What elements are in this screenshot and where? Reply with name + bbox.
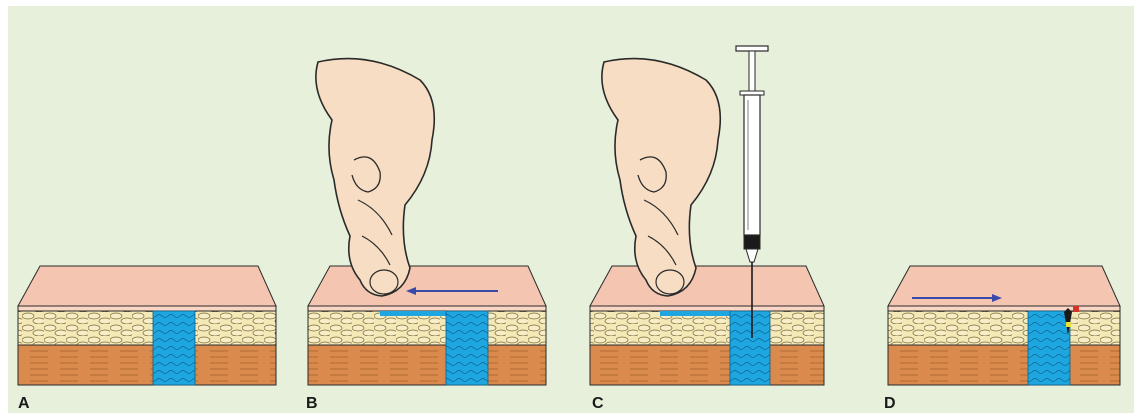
panel-label-b: B	[306, 395, 318, 413]
panel-a	[18, 266, 276, 385]
displaced-tissue-track	[380, 311, 450, 316]
skin-block	[18, 266, 276, 385]
injection-zone	[153, 311, 195, 385]
panel-c	[590, 46, 824, 385]
plug-marker-yellow	[1066, 322, 1071, 327]
displaced-tissue-track	[660, 311, 740, 316]
panel-label-d: D	[884, 395, 896, 413]
panel-d	[888, 266, 1120, 385]
hand-icon	[316, 59, 434, 296]
skin-block	[590, 266, 824, 385]
skin-block	[888, 266, 1120, 385]
injection-zone	[446, 311, 488, 385]
injection-zone	[1028, 311, 1070, 385]
plug-marker-red	[1073, 306, 1079, 312]
panel-b	[308, 59, 546, 385]
injection-zone	[730, 311, 770, 385]
panel-label-a: A	[18, 395, 30, 413]
hand-icon	[602, 59, 720, 296]
skin-block	[308, 266, 546, 385]
panel-label-c: C	[592, 395, 604, 413]
